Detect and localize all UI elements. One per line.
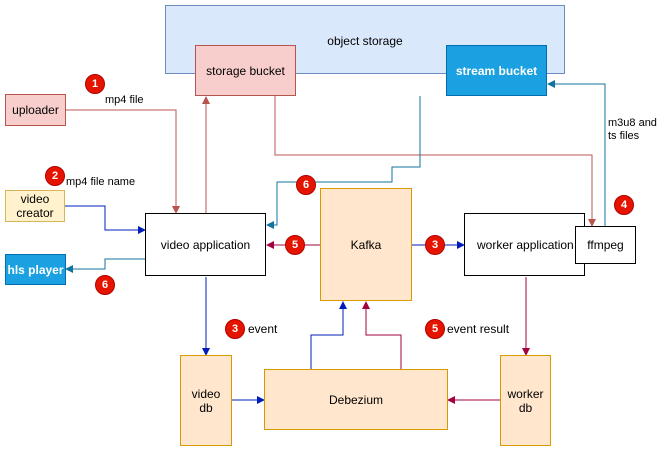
kafka-node: Kafka xyxy=(320,188,412,301)
storage-bucket-node: storage bucket xyxy=(195,45,296,96)
video-creator-label: video creator xyxy=(16,192,54,220)
hls-player-label: hls player xyxy=(7,262,64,277)
step-badge-2: 2 xyxy=(45,166,65,186)
video-db-label: video db xyxy=(191,386,221,415)
worker-application-label: worker application xyxy=(477,237,574,252)
label-m3u8-ts-files: m3u8 and ts files xyxy=(608,117,657,142)
video-creator-node: video creator xyxy=(5,190,65,222)
debezium-label: Debezium xyxy=(328,392,384,407)
label-event: event xyxy=(248,322,278,336)
edge-uploader-to-video-app xyxy=(66,109,180,214)
stream-bucket-node: stream bucket xyxy=(446,45,547,96)
step-badge-4: 4 xyxy=(614,195,634,215)
debezium-node: Debezium xyxy=(264,369,448,430)
video-db-node: video db xyxy=(180,355,232,446)
edge-video-creator-to-video-app xyxy=(65,205,146,234)
uploader-label: uploader xyxy=(12,103,59,117)
kafka-label: Kafka xyxy=(350,237,382,252)
worker-application-node: worker application xyxy=(464,213,585,276)
video-application-label: video application xyxy=(160,237,251,252)
step-badge-5-left: 5 xyxy=(285,235,305,255)
hls-player-node: hls player xyxy=(5,254,66,285)
step-badge-1: 1 xyxy=(85,74,105,94)
edge-debezium-to-kafka-maroon xyxy=(362,301,402,369)
object-storage-label: object storage xyxy=(327,34,403,48)
step-badge-5-event-result: 5 xyxy=(425,319,445,339)
step-badge-3-event: 3 xyxy=(225,319,245,339)
edge-stream-bucket-to-video-app xyxy=(266,96,421,229)
step-badge-6-bottom: 6 xyxy=(95,275,115,295)
video-application-node: video application xyxy=(145,213,266,276)
ffmpeg-node: ffmpeg xyxy=(575,226,636,264)
uploader-node: uploader xyxy=(5,94,66,126)
step-badge-3-right: 3 xyxy=(425,235,445,255)
ffmpeg-label: ffmpeg xyxy=(587,238,624,252)
stream-bucket-label: stream bucket xyxy=(455,63,538,78)
label-event-result: event result xyxy=(447,322,510,336)
edge-ffmpeg-to-stream-bucket xyxy=(547,80,606,226)
worker-db-node: worker db xyxy=(500,355,551,446)
storage-bucket-label: storage bucket xyxy=(206,63,285,78)
step-badge-6-top: 6 xyxy=(296,175,316,195)
worker-db-label: worker db xyxy=(507,386,544,415)
edge-storage-bucket-to-ffmpeg xyxy=(274,96,596,227)
label-mp4-file: mp4 file xyxy=(105,94,144,106)
edge-debezium-to-kafka-blue xyxy=(310,301,347,369)
label-mp4-file-name: mp4 file name xyxy=(66,176,136,188)
edge-video-app-to-hls-player xyxy=(65,258,145,273)
